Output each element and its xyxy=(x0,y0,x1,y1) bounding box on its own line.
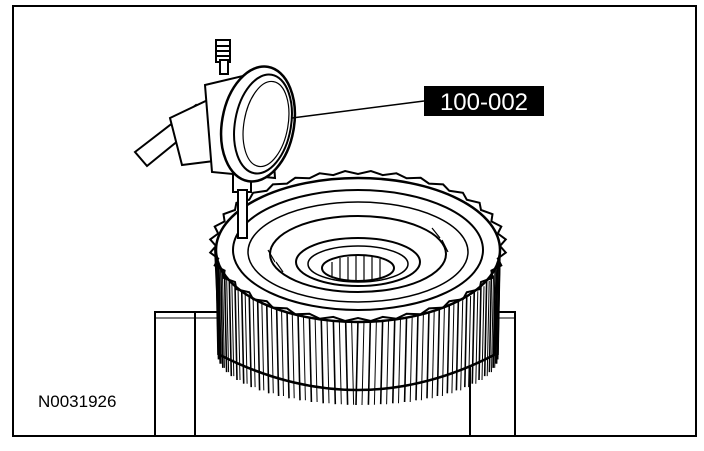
drum-hub-bore xyxy=(321,254,395,282)
drum-inner-ring-2 xyxy=(247,201,469,303)
callout-box xyxy=(424,86,544,116)
indicator-knob xyxy=(215,39,231,75)
figure-id: N0031926 xyxy=(38,392,116,411)
drum-bottom-edge xyxy=(219,353,495,392)
callout-leader xyxy=(291,100,425,119)
drum-hub-splines xyxy=(331,256,381,281)
drum-inner-ring-1 xyxy=(232,189,484,311)
ring-shading xyxy=(267,227,449,273)
dial-indicator xyxy=(203,65,297,183)
callout-label: 100-002 xyxy=(440,89,528,116)
drum-crown-teeth xyxy=(208,169,508,323)
drum-spline-teeth xyxy=(215,249,501,406)
